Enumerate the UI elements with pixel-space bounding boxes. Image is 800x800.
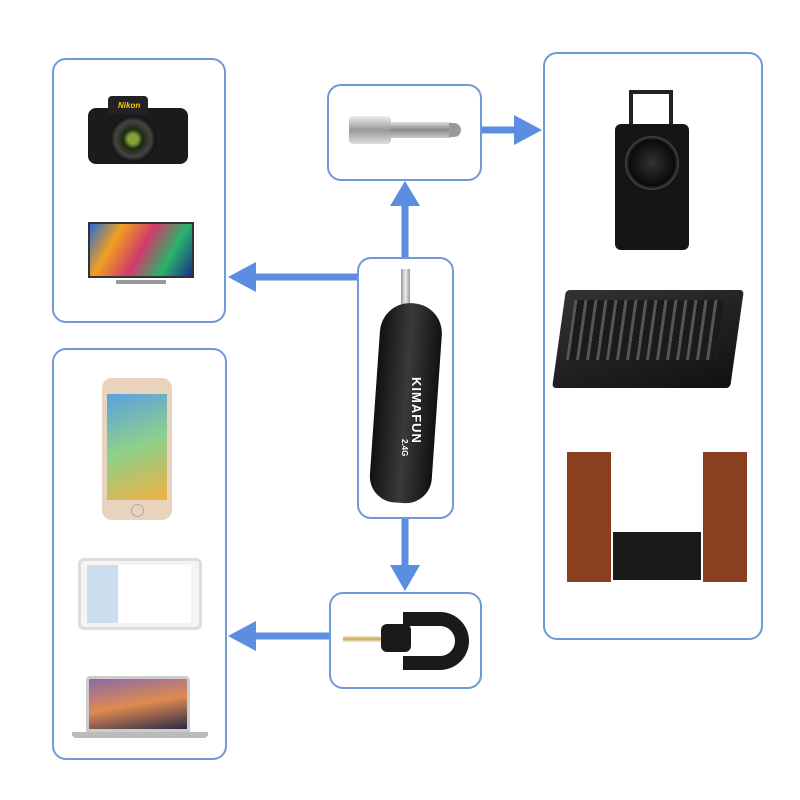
6-35mm-adapter-icon <box>349 116 461 144</box>
adapter-panel <box>327 84 482 181</box>
y-splitter-icon <box>343 610 473 674</box>
audio-equipment-panel <box>543 52 763 640</box>
arrow-to-splitter <box>390 518 420 591</box>
pa-speaker-icon <box>615 90 689 252</box>
receiver-band: 2.4G <box>400 439 409 457</box>
receiver-brand: KIMAFUN <box>409 377 424 444</box>
smartphone-icon <box>102 378 172 520</box>
receiver-panel: KIMAFUN 2.4G <box>357 257 454 519</box>
arrow-to-speakers <box>482 115 542 145</box>
wireless-receiver-icon: KIMAFUN 2.4G <box>359 259 452 517</box>
laptop-icon <box>72 676 208 742</box>
arrow-to-mobile-devices <box>228 621 329 651</box>
arrow-to-adapter <box>390 181 420 257</box>
mobile-devices-panel <box>52 348 227 760</box>
hifi-stereo-icon <box>567 452 747 586</box>
camera-tv-panel: Nikon <box>52 58 226 323</box>
tablet-icon <box>78 558 202 630</box>
camera-icon: Nikon <box>88 94 190 166</box>
audio-mixer-icon <box>552 290 744 388</box>
camera-brand: Nikon <box>118 101 141 110</box>
splitter-panel <box>329 592 482 689</box>
arrow-to-camera-tv <box>228 262 357 292</box>
tv-icon <box>88 222 194 288</box>
